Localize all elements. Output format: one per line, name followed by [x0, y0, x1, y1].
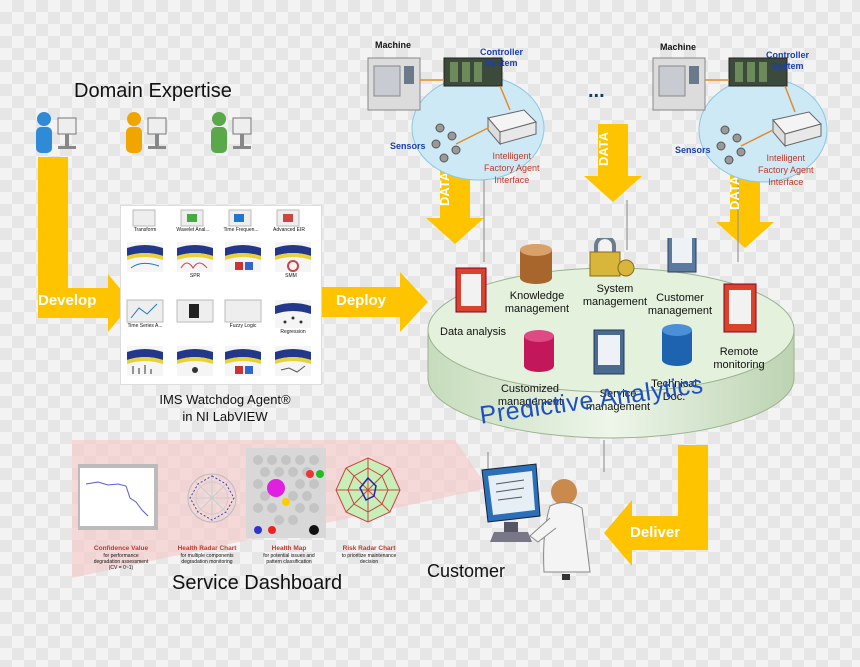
watchdog-caption-line1: IMS Watchdog Agent® [159, 392, 291, 407]
machine-icon [367, 57, 421, 111]
toolbox-row1 [132, 209, 300, 227]
toolbox-flag-icons [126, 242, 311, 376]
platform-item-customer: Customer management [647, 292, 713, 317]
dashboard-panel-2-desc: for multiple components degradation moni… [180, 553, 234, 565]
more-factories-ellipsis: ... [588, 80, 605, 102]
toolbox-label: Wavelet Anal... [176, 227, 210, 233]
watchdog-toolbox: Transform Wavelet Anal... Time Frequen..… [120, 205, 322, 385]
factory-unit-left [367, 57, 545, 181]
machine-icon [652, 57, 706, 111]
customer-person-icon [529, 479, 591, 580]
platform-item-system: System management [582, 283, 648, 308]
dashboard-panel-1-title: Confidence Value [93, 545, 149, 552]
agent-label-right: Intelligent Factory Agent Interface [758, 153, 814, 187]
sensor-icons [716, 125, 746, 165]
platform-item-knowledge: Knowledge management [504, 290, 570, 315]
watchdog-caption-line2: in NI LabVIEW [182, 409, 268, 424]
deploy-label: Deploy [336, 292, 387, 309]
toolbox-label: Advanced EIR [273, 227, 305, 233]
platform-item-service: Service management [585, 388, 651, 413]
computer-monitor-icon [481, 463, 541, 542]
toolbox-label: Fuzzy Logic [229, 323, 257, 329]
controller-label-right: Controller System [766, 50, 810, 71]
machine-label-right: Machine [660, 42, 697, 52]
service-dashboard-title: Service Dashboard [172, 572, 343, 594]
controller-icon [443, 57, 503, 87]
health-radar-chart [187, 473, 237, 523]
domain-expertise-title: Domain Expertise [74, 80, 232, 102]
toolbox-label: Regression [280, 329, 306, 335]
develop-arrow [38, 157, 132, 332]
remote-server-icon [723, 283, 757, 333]
toolbox-label: Time Frequen... [223, 227, 259, 233]
dashboard-panel-3-title: Health Map [271, 545, 307, 552]
platform-item-data-analysis: Data analysis [440, 326, 507, 338]
knowledge-db-icon [520, 244, 552, 284]
factory-unit-right [652, 57, 828, 183]
deliver-label: Deliver [630, 524, 681, 541]
expert-green-icon [211, 112, 252, 153]
platform-item-customized: Customized management [497, 383, 563, 408]
platform-item-technical: Technical Doc. [651, 378, 697, 403]
experts-group [36, 112, 252, 153]
agent-interface-icon [487, 109, 537, 146]
controller-icon [728, 57, 788, 87]
health-map-chart [246, 448, 326, 538]
customer-figure [481, 463, 591, 580]
data-analysis-server-icon [455, 267, 487, 313]
risk-radar-chart [335, 457, 401, 523]
data-arrow-right [716, 170, 774, 248]
dashboard-panel-4-desc: to prioritize maintenance decision [341, 553, 397, 565]
machine-label-left: Machine [375, 40, 412, 50]
toolbox-label: SPR [189, 273, 201, 279]
customized-db-icon [524, 330, 554, 372]
analytics-platform [427, 238, 795, 439]
sensors-label-right: Sensors [675, 145, 711, 155]
customer-label: Customer [427, 561, 506, 581]
toolbox-label: Time Series A... [127, 323, 163, 329]
customer-server-icon [667, 238, 697, 273]
deliver-arrow [604, 445, 708, 566]
technical-db-icon [662, 324, 692, 366]
toolbox-label: SMM [285, 273, 297, 279]
dashboard-panel-1-desc: for performance degradation assessment (… [93, 553, 149, 571]
platform-item-remote: Remote monitoring [713, 346, 765, 371]
data-arrow-left [426, 168, 484, 244]
dashboard-panel-3-desc: for potential issues and pattern classif… [263, 553, 315, 565]
expert-orange-icon [126, 112, 167, 153]
dashboard-panel-2-title: Health Radar Chart [177, 545, 237, 552]
agent-interface-icon [772, 111, 822, 148]
data-arrow-middle [584, 124, 642, 202]
controller-label-left: Controller System [480, 47, 524, 68]
expert-blue-icon [36, 112, 77, 153]
develop-label: Develop [38, 292, 97, 309]
lock-icon [589, 238, 635, 277]
agent-label-left: Intelligent Factory Agent Interface [484, 151, 540, 185]
toolbox-label: Transform [133, 227, 157, 233]
sensor-icons [431, 123, 461, 163]
deploy-arrow [318, 272, 428, 332]
dashboard-charts [78, 448, 401, 538]
sensors-label-left: Sensors [390, 141, 426, 151]
dashboard-panel-4-title: Risk Radar Chart [342, 545, 396, 552]
data-label-middle: DATA [596, 131, 611, 166]
service-server-icon [593, 329, 625, 375]
confidence-value-chart [78, 464, 158, 530]
